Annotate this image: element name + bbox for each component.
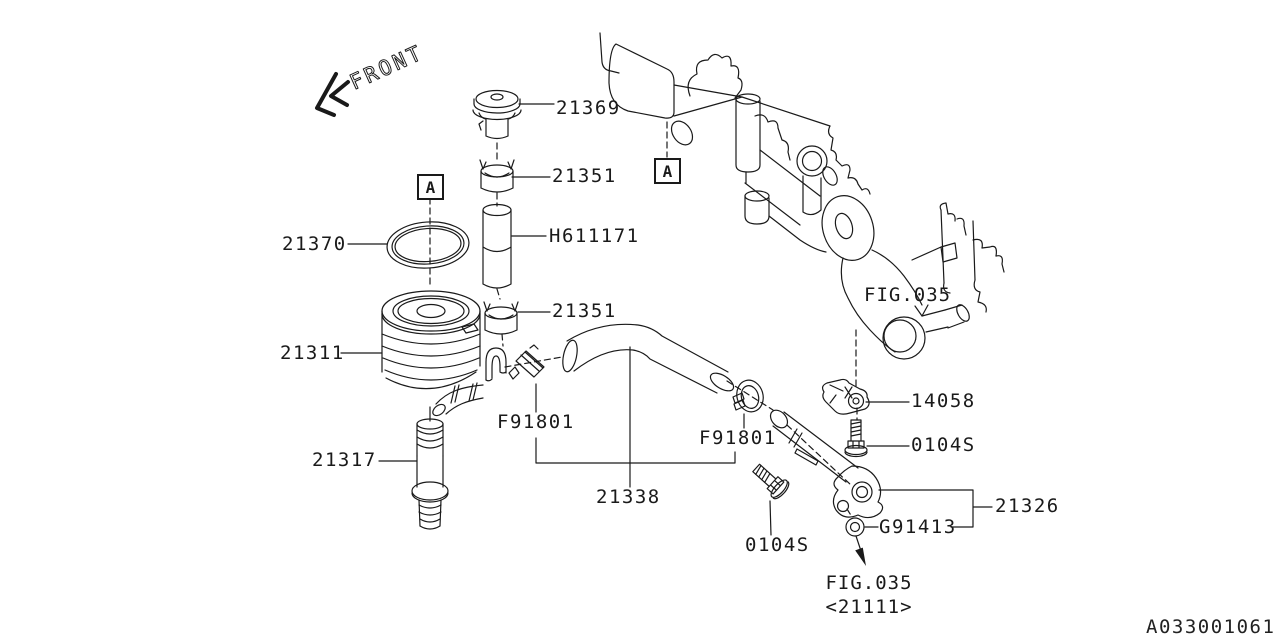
leader-lines	[340, 103, 993, 536]
assembly-centerlines	[429, 121, 858, 518]
part-callout-f91801-right: F91801	[699, 427, 777, 449]
view-marker-a-left-label: A	[425, 177, 436, 197]
part-callout-0104s-lower: 0104S	[745, 534, 810, 556]
view-marker-a-right: A	[654, 158, 681, 184]
figure-ref-engine: FIG.035	[864, 284, 952, 306]
part-callout-21338: 21338	[596, 486, 661, 508]
view-marker-a-right-label: A	[662, 161, 673, 181]
front-label: FRONT	[346, 40, 427, 94]
part-callout-g91413: G91413	[879, 516, 957, 538]
water-hose-pipe-art	[508, 323, 884, 566]
engine-block-art	[599, 32, 1005, 360]
part-callout-21311: 21311	[280, 342, 345, 364]
part-callout-21351-lower: 21351	[552, 300, 617, 322]
part-callout-14058: 14058	[911, 390, 976, 412]
part-callout-21369: 21369	[556, 97, 621, 119]
front-arrow-icon	[315, 72, 350, 117]
part-callout-21326: 21326	[995, 495, 1060, 517]
part-callout-h611171: H611171	[549, 225, 640, 247]
part-callout-21351-upper: 21351	[552, 165, 617, 187]
view-marker-a-left: A	[417, 174, 444, 200]
part-callout-0104s-upper: 0104S	[911, 434, 976, 456]
drawing-number: A033001061	[1146, 616, 1276, 638]
figure-ref-bottom-part: <21111>	[825, 595, 913, 618]
part-callout-f91801-left: F91801	[497, 411, 575, 433]
part-callout-21317: 21317	[312, 449, 377, 471]
figure-ref-bottom: FIG.035 <21111>	[823, 572, 915, 620]
part-callout-21370: 21370	[282, 233, 347, 255]
oil-cooler-assembly-art	[381, 89, 522, 530]
figure-ref-bottom-title: FIG.035	[825, 572, 913, 594]
